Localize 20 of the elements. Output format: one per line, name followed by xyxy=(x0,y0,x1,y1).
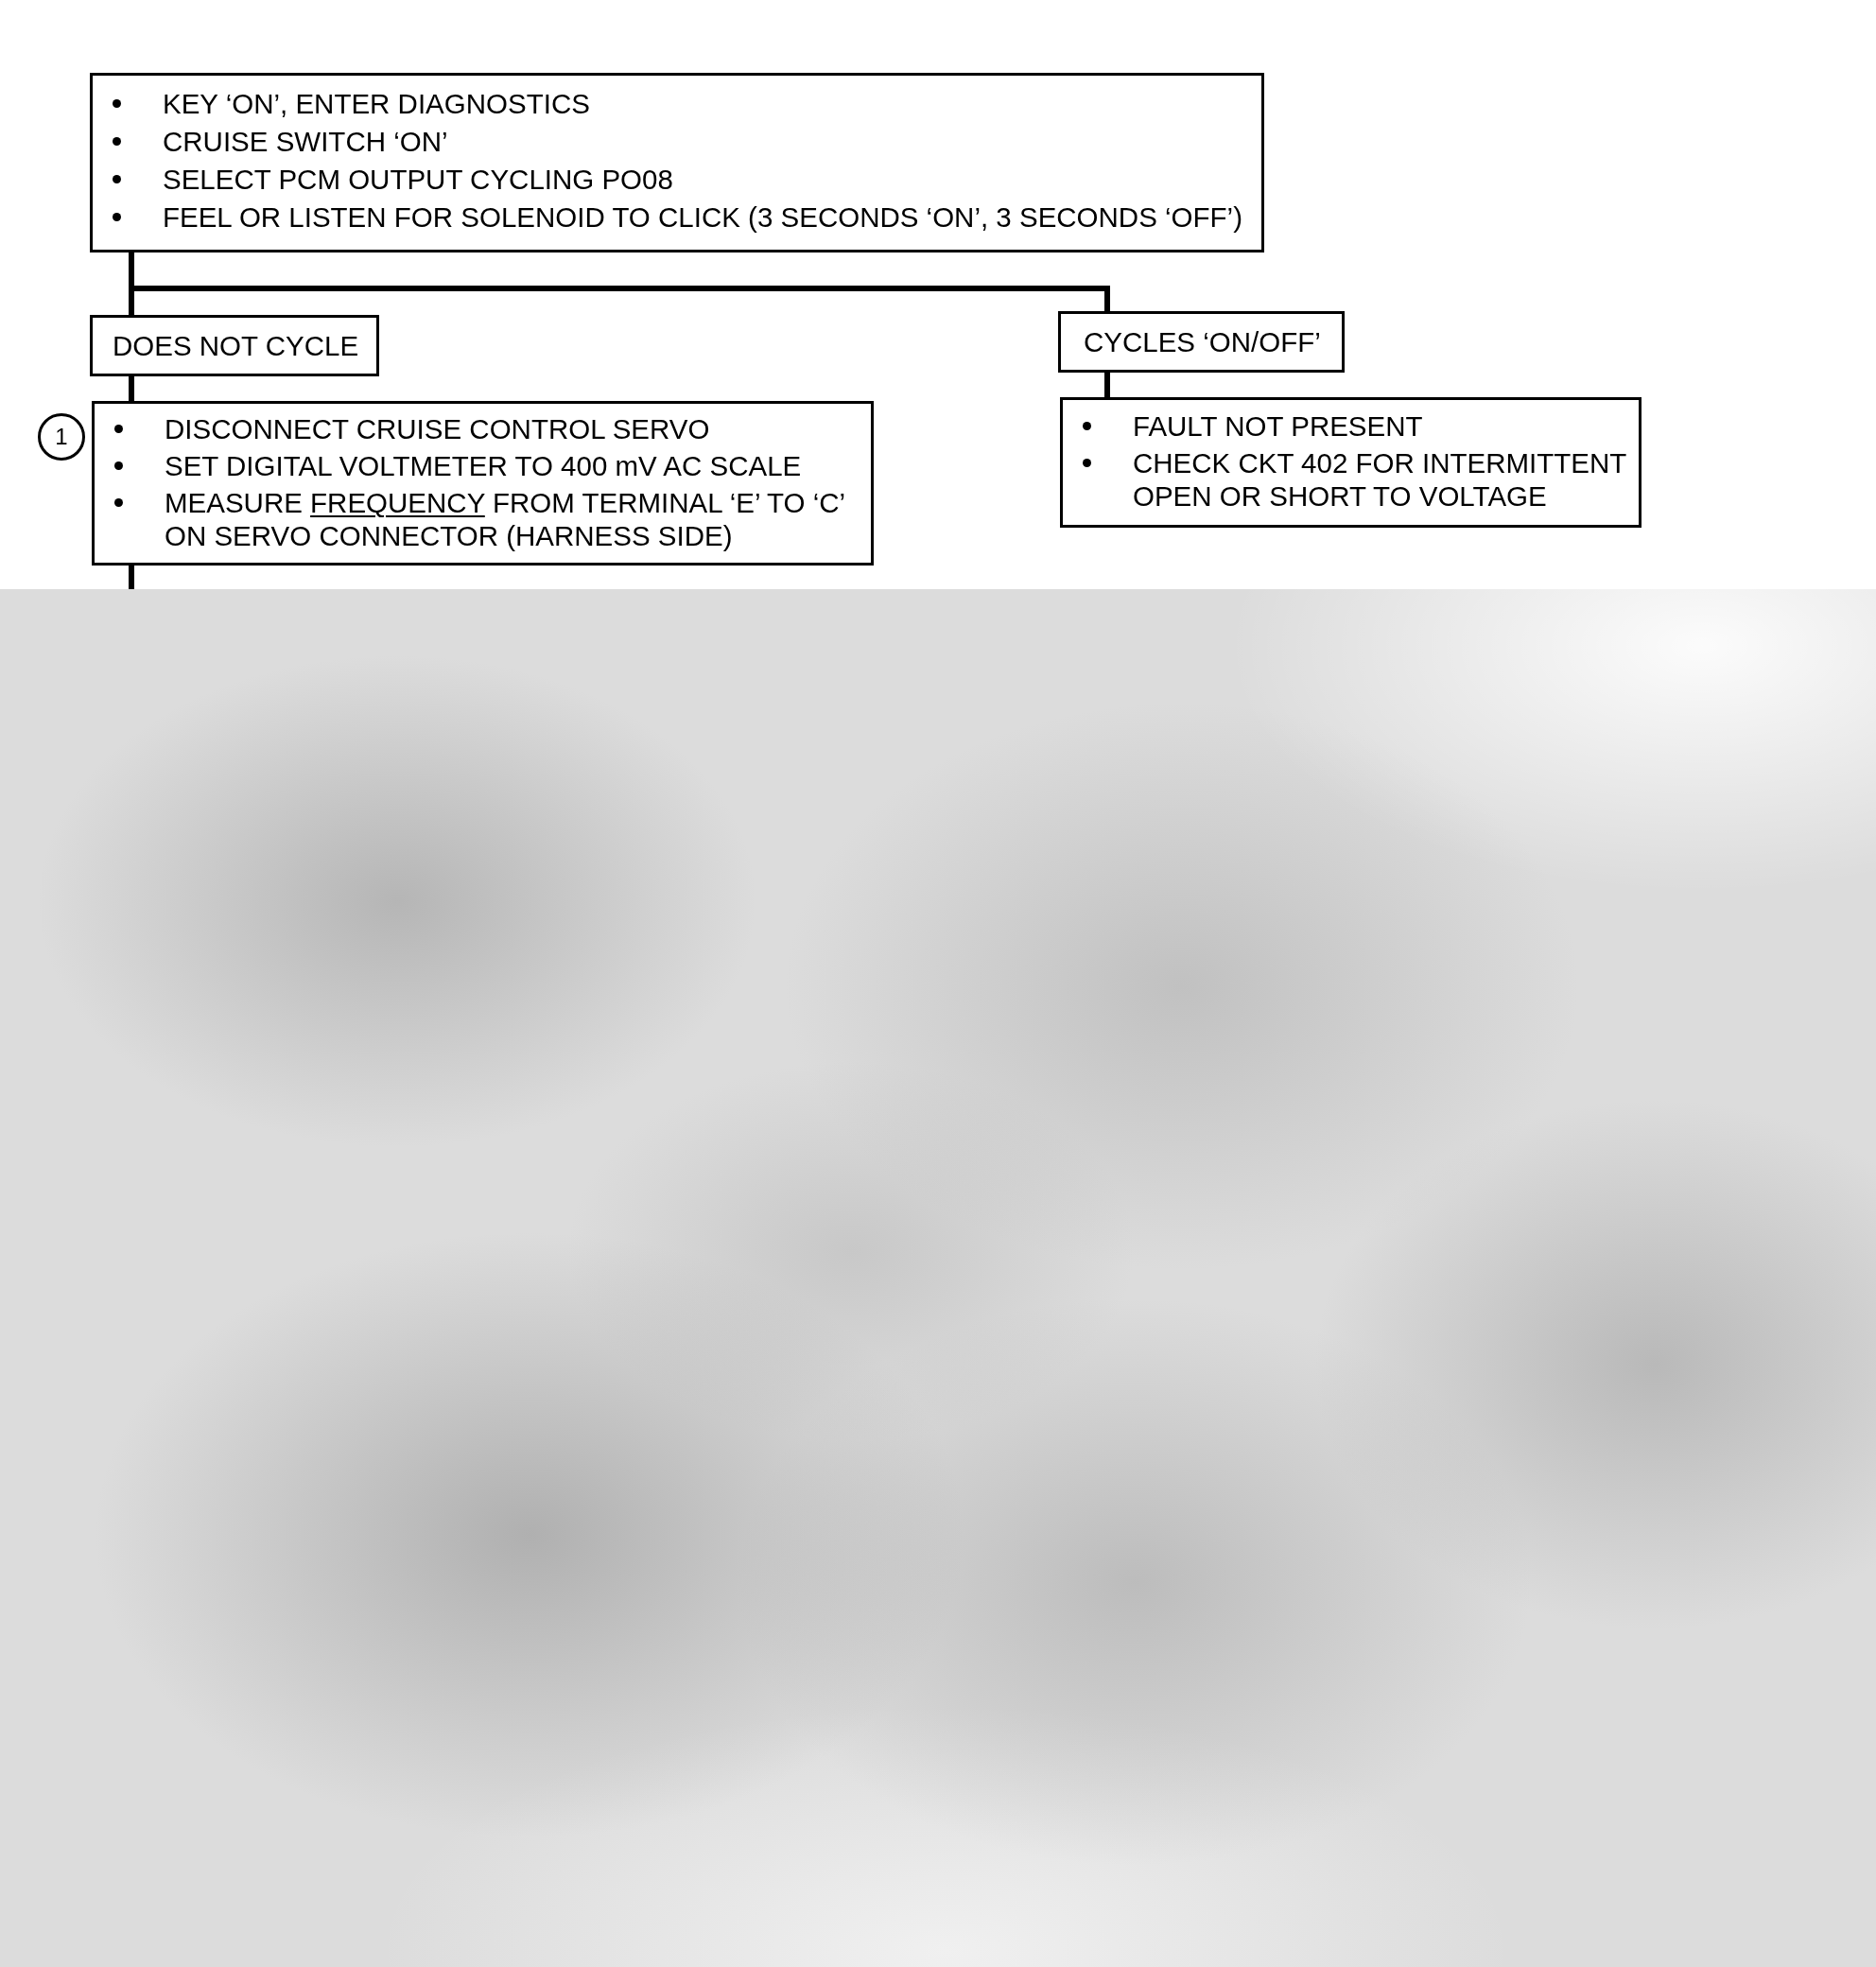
connector-line xyxy=(129,566,134,589)
step-text: CRUISE SWITCH ‘ON’ xyxy=(163,125,449,158)
connector-line xyxy=(1104,373,1110,397)
step-box xyxy=(92,401,874,566)
callout-number: 1 xyxy=(38,413,85,461)
step-box xyxy=(90,73,1264,252)
outcome-box xyxy=(90,315,379,376)
step-text: MEASURE FREQUENCY FROM TERMINAL ‘E’ TO ‘C’ ON SERVO CONNECTOR (HARNESS SIDE) xyxy=(165,486,846,552)
outcome-box xyxy=(1058,311,1345,373)
step-box xyxy=(1060,397,1642,528)
outcome-label: CYCLES ‘ON/OFF’ xyxy=(1084,325,1321,358)
step-text: KEY ‘ON’, ENTER DIAGNOSTICS xyxy=(163,87,591,120)
connector-line xyxy=(129,376,134,401)
step-text: SET DIGITAL VOLTMETER TO 400 mV AC SCALE xyxy=(165,449,803,482)
step-text: FEEL OR LISTEN FOR SOLENOID TO CLICK (3 SECONDS ‘ON’, 3 SECONDS ‘OFF’) xyxy=(163,200,1243,234)
outcome-label: DOES NOT CYCLE xyxy=(113,329,359,362)
step-text: FAULT NOT PRESENT xyxy=(1133,409,1424,443)
step-text: CHECK CKT 402 FOR INTERMITTENT OPEN OR SHORT TO VOLTAGE xyxy=(1133,446,1627,513)
step-text: SELECT PCM OUTPUT CYCLING PO08 xyxy=(163,163,674,196)
step-text: DISCONNECT CRUISE CONTROL SERVO xyxy=(165,412,711,445)
